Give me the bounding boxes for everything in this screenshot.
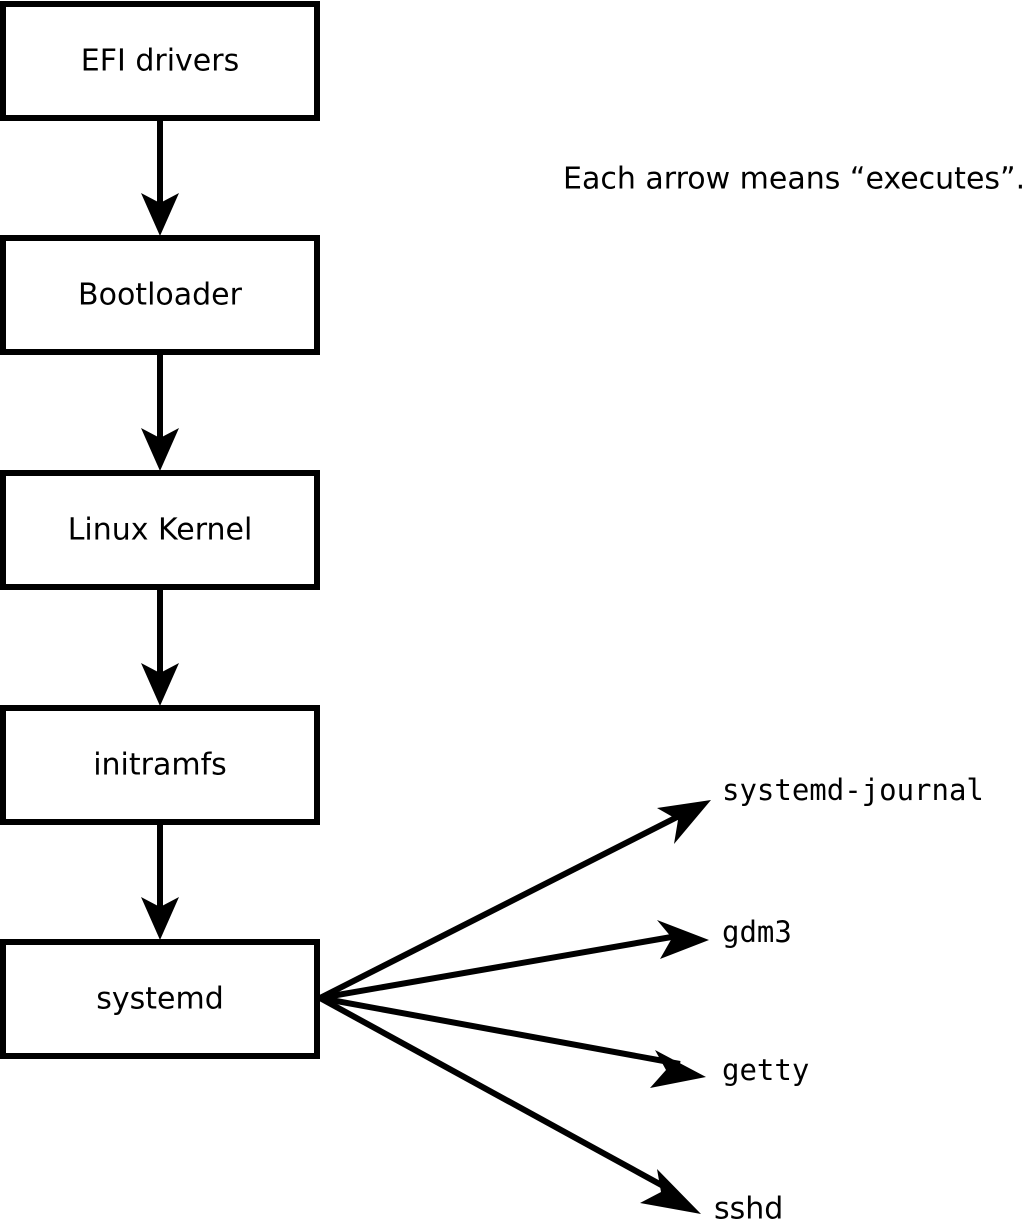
- arrow-kernel-to-initramfs-head: [141, 663, 179, 706]
- service-label-getty[interactable]: getty: [722, 1053, 809, 1087]
- node-linux-kernel[interactable]: Linux Kernel: [0, 470, 320, 590]
- arrow-systemd-to-getty-head: [650, 1050, 706, 1088]
- arrow-bootloader-to-kernel: [141, 352, 179, 471]
- arrow-systemd-to-systemd-journal-head: [657, 800, 711, 844]
- service-labels-group: systemd-journal gdm3 getty sshd: [714, 773, 984, 1227]
- arrow-meaning-annotation: Each arrow means “executes”.: [563, 162, 1023, 197]
- node-initramfs[interactable]: initramfs: [0, 705, 320, 825]
- arrow-initramfs-to-systemd: [141, 822, 179, 940]
- boot-chain-group: EFI drivers Bootloader Linux Kernel init…: [0, 1, 320, 1059]
- service-arrows-group: [318, 800, 711, 1214]
- node-bootloader-box: [0, 235, 320, 355]
- arrow-efi-to-bootloader-head: [141, 193, 179, 236]
- node-efi-drivers[interactable]: EFI drivers: [0, 1, 320, 121]
- node-linux-kernel-label: Linux Kernel: [68, 513, 253, 548]
- service-label-sshd[interactable]: sshd: [714, 1192, 783, 1227]
- arrow-bootloader-to-kernel-head: [141, 428, 179, 471]
- arrow-systemd-to-sshd: [318, 995, 701, 1214]
- arrow-efi-to-bootloader: [141, 118, 179, 236]
- arrow-systemd-to-getty: [319, 995, 706, 1088]
- arrow-systemd-to-sshd-head: [640, 1169, 701, 1214]
- arrow-systemd-to-gdm3: [319, 920, 709, 1001]
- service-label-gdm3[interactable]: gdm3: [722, 915, 792, 949]
- node-systemd-box: [0, 939, 320, 1059]
- arrow-initramfs-to-systemd-head: [141, 897, 179, 940]
- node-efi-drivers-box: [0, 1, 320, 121]
- chain-arrows-group: [141, 118, 179, 940]
- node-systemd[interactable]: systemd: [0, 939, 320, 1059]
- node-efi-drivers-label: EFI drivers: [81, 44, 239, 79]
- service-label-systemd-journal[interactable]: systemd-journal: [722, 773, 984, 807]
- arrow-systemd-to-systemd-journal: [318, 800, 711, 1001]
- node-initramfs-label: initramfs: [93, 748, 227, 783]
- node-bootloader[interactable]: Bootloader: [0, 235, 320, 355]
- arrow-kernel-to-initramfs: [141, 587, 179, 706]
- node-linux-kernel-box: [0, 470, 320, 590]
- arrow-systemd-to-gdm3-head: [657, 920, 709, 959]
- node-systemd-label: systemd: [96, 982, 224, 1017]
- node-bootloader-label: Bootloader: [78, 278, 243, 313]
